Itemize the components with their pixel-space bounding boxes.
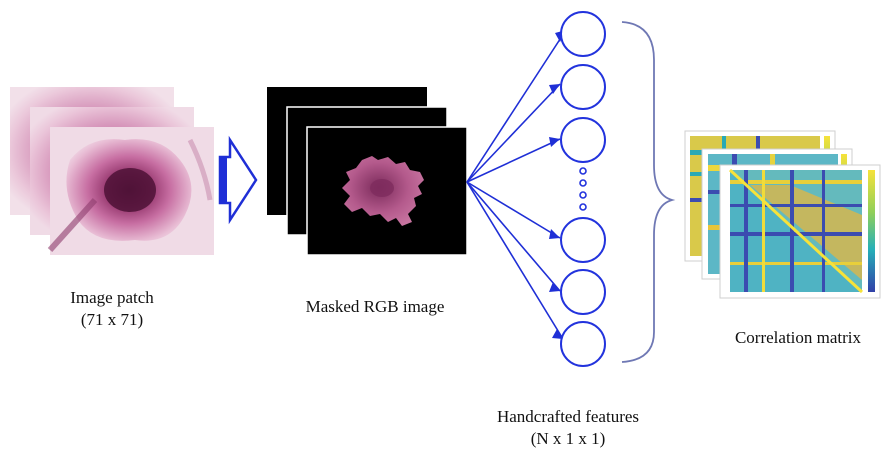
image-patch-stack xyxy=(10,87,214,255)
image-patch-caption: Image patch (71 x 71) xyxy=(47,287,177,331)
features-size: (N x 1 x 1) xyxy=(530,429,606,448)
colorbar xyxy=(868,170,875,292)
nucleus-mark xyxy=(104,168,156,212)
feature-connections xyxy=(466,29,567,340)
ellipsis-dot xyxy=(579,191,587,199)
correlation-label: Correlation matrix xyxy=(734,328,862,347)
arrowhead xyxy=(549,282,560,292)
feature-neuron xyxy=(560,64,606,110)
correlation-matrix-front xyxy=(719,164,881,299)
connection-line xyxy=(466,181,564,340)
connection-line xyxy=(466,83,561,183)
feature-neuron xyxy=(560,11,606,57)
grouping-brace xyxy=(621,21,676,363)
arrowhead xyxy=(552,329,563,339)
feature-neuron xyxy=(560,321,606,367)
connection-line xyxy=(466,29,567,183)
ellipsis-dot xyxy=(579,203,587,211)
correlation-matrix-stack xyxy=(684,130,881,299)
arrowhead xyxy=(549,84,560,94)
connection-line xyxy=(466,138,561,183)
ellipsis-dot xyxy=(579,179,587,187)
correlation-caption: Correlation matrix xyxy=(718,327,878,349)
feature-neuron xyxy=(560,117,606,163)
arrowhead xyxy=(549,229,560,239)
features-label: Handcrafted features xyxy=(496,407,640,426)
image-patch-label: Image patch xyxy=(70,288,154,307)
flow-arrow xyxy=(218,135,258,225)
masked-image-label: Masked RGB image xyxy=(305,297,445,316)
matrix-diagonal xyxy=(728,168,864,294)
masked-image-stack xyxy=(267,87,468,256)
image-patch-size: (71 x 71) xyxy=(80,310,144,329)
feature-neuron xyxy=(560,217,606,263)
arrowhead xyxy=(549,137,560,147)
masked-image-caption: Masked RGB image xyxy=(290,296,460,318)
ellipsis-dot xyxy=(579,167,587,175)
features-caption: Handcrafted features (N x 1 x 1) xyxy=(478,406,658,450)
connection-line xyxy=(466,181,561,239)
image-patch-front xyxy=(47,127,214,255)
feature-neurons xyxy=(560,11,606,367)
ellipsis-dots xyxy=(579,167,587,211)
connection-line xyxy=(466,181,561,292)
feature-neuron xyxy=(560,269,606,315)
